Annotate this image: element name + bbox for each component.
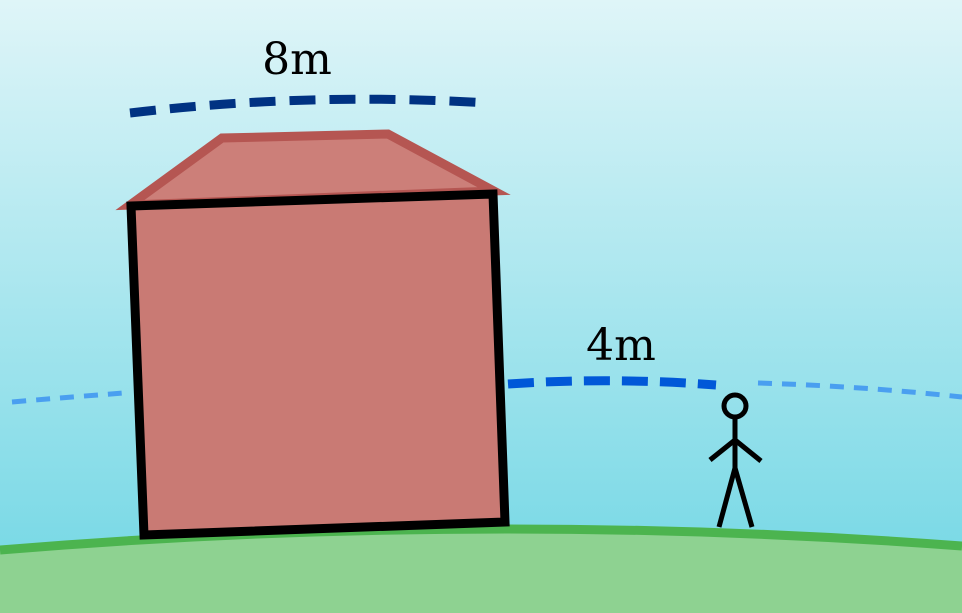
side-dimension-arc — [507, 376, 717, 390]
stick-figure-icon — [708, 392, 763, 528]
top-width-label: 8m — [262, 34, 332, 85]
horizon-arc-right — [757, 380, 962, 400]
top-dimension-arc — [129, 94, 489, 118]
house-body — [126, 189, 510, 540]
side-distance-label: 4m — [586, 320, 656, 371]
horizon-arc-left — [11, 390, 125, 405]
ground — [0, 528, 962, 613]
ground-edge — [0, 524, 962, 555]
